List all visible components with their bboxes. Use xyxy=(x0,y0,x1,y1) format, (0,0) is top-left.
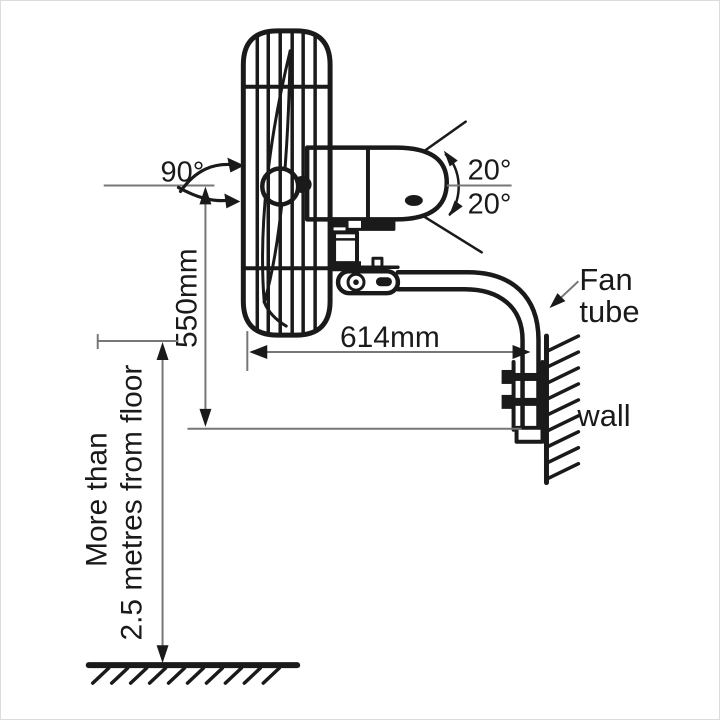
clearance-label-line1: More than xyxy=(81,432,114,567)
clearance-label-line2: 2.5 metres from floor xyxy=(116,365,149,641)
clamp-slot xyxy=(375,277,392,287)
swivel-arrowhead-up xyxy=(227,157,245,173)
fan-tube-label: Fan tube xyxy=(549,262,640,329)
mounting-clamp xyxy=(329,217,401,296)
floor-clearance-dimension: More than 2.5 metres from floor xyxy=(81,334,179,664)
housing-knob xyxy=(404,194,423,206)
clamp-neck xyxy=(332,230,360,266)
clamp-collar xyxy=(329,261,361,272)
fan-tube-label-line2: tube xyxy=(579,294,639,329)
height-dimension-550mm: 550mm xyxy=(170,186,522,430)
bolt-head-bottom xyxy=(501,394,513,409)
width-dimension-label: 614mm xyxy=(340,321,440,354)
floor xyxy=(85,662,301,685)
height-dimension-label: 550mm xyxy=(170,248,203,348)
bolt-shaft-bottom xyxy=(511,397,545,406)
fan-tube-leader-arrowhead xyxy=(549,293,566,309)
tube-end-cap xyxy=(514,425,545,444)
cage-outline xyxy=(240,28,333,338)
tilt-arrowhead-down xyxy=(448,200,463,217)
tilt-angle-annotation: 20° 20° xyxy=(422,120,512,254)
wall-hatching xyxy=(543,333,581,486)
tilt-up-label: 20° xyxy=(468,155,512,187)
tilt-down-label: 20° xyxy=(468,188,512,220)
width-dimension-614mm: 614mm xyxy=(246,321,531,371)
swivel-angle-annotation: 90° xyxy=(103,156,245,209)
fan-tube-label-line1: Fan xyxy=(579,262,632,297)
swivel-arrowhead-down xyxy=(224,193,241,209)
bolt-shaft-top xyxy=(511,372,545,381)
fan-tube xyxy=(395,270,541,430)
wall-bracket xyxy=(501,360,545,444)
wall-label: wall xyxy=(576,398,630,433)
fan-cage xyxy=(240,28,333,338)
bolt-head-top xyxy=(501,369,513,384)
tilt-arrowhead-up xyxy=(443,150,458,167)
